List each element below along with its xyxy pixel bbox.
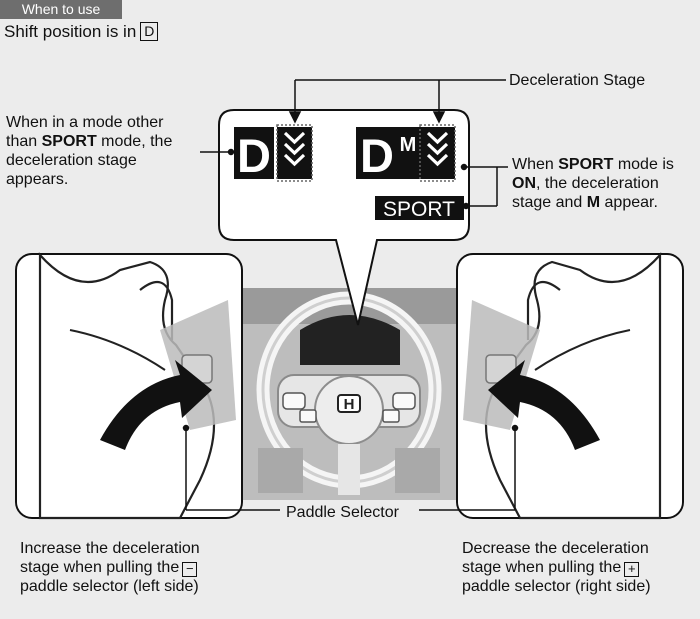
caption-line: stage when pulling the+ <box>462 558 651 577</box>
gear-d-left: D <box>237 129 271 182</box>
caption-line: stage when pulling the− <box>20 558 200 577</box>
when-to-use-badge: When to use <box>0 0 122 19</box>
paddle-selector-label: Paddle Selector <box>286 504 399 521</box>
plus-symbol: + <box>624 562 640 577</box>
right-rotation-arrow <box>488 360 600 450</box>
right-paddle-caption: Decrease the deceleration stage when pul… <box>462 539 651 596</box>
display-right: D M SPORT <box>356 124 464 221</box>
shift-position-text: Shift position is in <box>4 22 137 41</box>
sport-indicator: SPORT <box>383 198 455 221</box>
desc-line: than SPORT mode, the <box>6 133 173 150</box>
desc-line: When SPORT mode is <box>512 156 674 173</box>
caption-line: Increase the deceleration <box>20 540 200 557</box>
left-paddle-panel <box>15 252 243 520</box>
decel-chevrons-left <box>283 131 306 167</box>
caption-line: paddle selector (right side) <box>462 578 651 595</box>
desc-line: When in a mode other <box>6 114 164 131</box>
desc-line: stage and M appear. <box>512 194 658 211</box>
shift-d-symbol: D <box>140 22 159 41</box>
honda-logo: H <box>344 396 355 413</box>
steering-wheel-photo: H <box>238 288 460 500</box>
gear-m-superscript: M <box>400 134 417 156</box>
minus-symbol: − <box>182 562 198 577</box>
decel-chevrons-right <box>426 131 449 167</box>
caption-line: paddle selector (left side) <box>20 578 199 595</box>
desc-line: ON, the deceleration <box>512 175 659 192</box>
desc-line: deceleration stage <box>6 152 137 169</box>
deceleration-stage-label: Deceleration Stage <box>509 72 646 89</box>
non-sport-mode-description: When in a mode other than SPORT mode, th… <box>6 113 172 189</box>
right-paddle-panel <box>456 252 684 520</box>
desc-line: appears. <box>6 171 69 188</box>
display-left: D <box>234 124 313 182</box>
gear-d-right: D <box>360 129 394 182</box>
leader-lines <box>182 79 519 511</box>
sport-mode-description: When SPORT mode is ON, the deceleration … <box>512 155 674 212</box>
left-rotation-arrow <box>100 360 212 450</box>
left-paddle-caption: Increase the deceleration stage when pul… <box>20 539 200 596</box>
caption-line: Decrease the deceleration <box>462 540 649 557</box>
